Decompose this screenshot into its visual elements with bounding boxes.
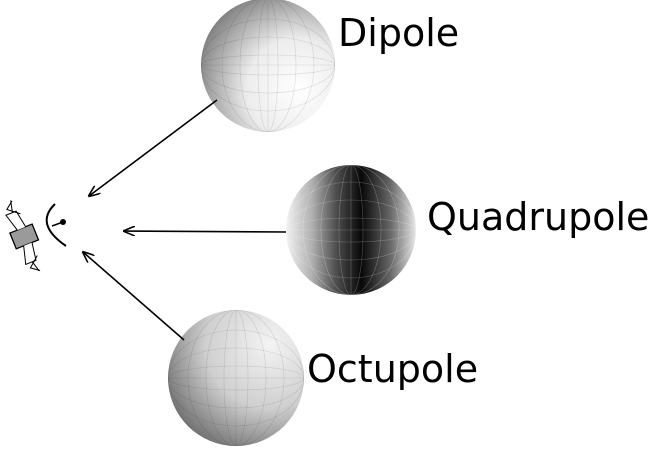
quadrupole-sphere <box>286 165 416 295</box>
satellite-icon <box>5 200 67 272</box>
dipole-label: Dipole <box>338 11 459 55</box>
quadrupole-arrow <box>124 231 287 232</box>
octupole-sphere <box>168 310 304 446</box>
octupole-label: Octupole <box>307 347 478 391</box>
dipole-arrow <box>89 99 218 196</box>
octupole-arrow <box>83 252 185 341</box>
quadrupole-label: Quadrupole <box>427 195 649 239</box>
dipole-sphere <box>201 0 335 132</box>
